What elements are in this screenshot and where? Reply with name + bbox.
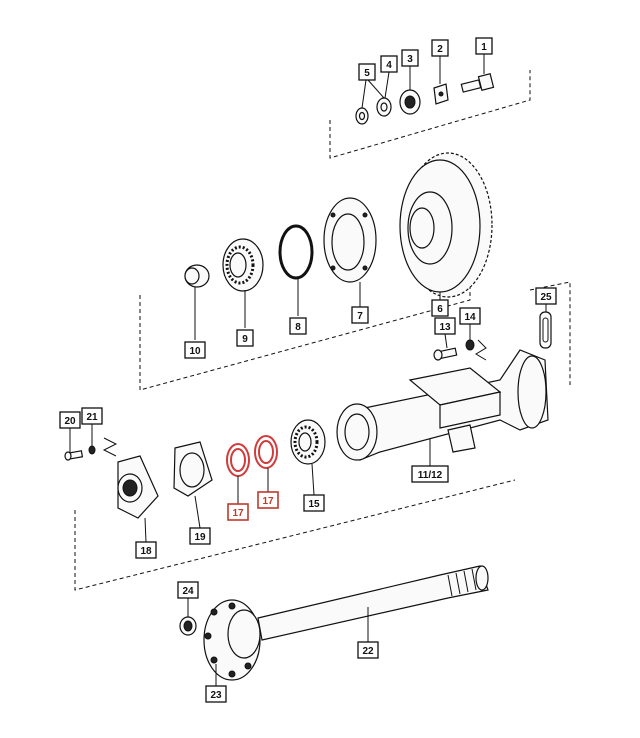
label-3: 3 [407, 54, 413, 65]
label-15: 15 [308, 499, 320, 510]
group-frame-lower [74, 479, 516, 591]
label-box-21: 21 [81, 407, 103, 425]
label-7: 7 [357, 311, 363, 322]
label-4: 4 [386, 60, 392, 71]
gear-part-6 [399, 152, 493, 300]
label-17-b: 17 [262, 496, 274, 507]
label-box-6: 6 [431, 299, 449, 317]
label-6: 6 [437, 304, 443, 315]
label-box-13: 13 [434, 317, 456, 335]
label-box-14: 14 [459, 307, 481, 325]
label-box-11-12: 11/12 [411, 465, 449, 483]
hub-flange-part-23 [203, 599, 261, 686]
label-22: 22 [362, 646, 374, 657]
label-box-4: 4 [380, 55, 398, 73]
label-box-18: 18 [135, 541, 157, 559]
label-box-10: 10 [184, 341, 206, 359]
nut-part-24 [179, 598, 197, 636]
label-1: 1 [481, 42, 487, 53]
label-box-20: 20 [59, 411, 81, 429]
label-box-19: 19 [189, 527, 211, 545]
shim-part-17-a [226, 443, 250, 504]
label-box-23: 23 [205, 685, 227, 703]
label-box-25: 25 [535, 287, 557, 305]
bearing-part-15 [290, 419, 326, 496]
label-18: 18 [140, 546, 152, 557]
bolt-part-20 [64, 428, 84, 461]
flange-plate-part-7 [323, 197, 377, 307]
washer-part-5 [355, 79, 385, 125]
link-part-25 [539, 304, 552, 349]
label-box-9: 9 [236, 329, 254, 347]
label-24: 24 [182, 586, 194, 597]
label-25: 25 [540, 292, 552, 303]
bush-part-10 [184, 264, 210, 340]
bolt-part-1 [460, 54, 495, 93]
cover-part-18 [117, 455, 159, 543]
label-10: 10 [189, 346, 201, 357]
label-box-5: 5 [358, 63, 376, 81]
label-box-1: 1 [475, 37, 493, 55]
tab-washer-part-2 [433, 56, 449, 105]
nut-part-14 [465, 324, 487, 361]
washer-part-4 [376, 71, 392, 117]
group-frame-top [329, 70, 531, 159]
nut-part-3 [399, 66, 421, 115]
label-box-2: 2 [431, 39, 449, 57]
label-14: 14 [464, 312, 476, 323]
label-box-17-a: 17 [227, 503, 249, 521]
label-box-22: 22 [357, 641, 379, 659]
bearing-part-9 [222, 238, 264, 328]
label-21: 21 [86, 412, 98, 423]
label-box-3: 3 [401, 49, 419, 67]
label-5: 5 [364, 68, 370, 79]
label-11-12: 11/12 [418, 470, 443, 481]
label-8: 8 [295, 322, 301, 333]
label-23: 23 [210, 690, 222, 701]
label-box-17-b: 17 [257, 491, 279, 509]
shim-part-17-b [254, 435, 278, 492]
label-box-15: 15 [303, 494, 325, 512]
label-13: 13 [439, 322, 451, 333]
label-17-a: 17 [232, 508, 244, 519]
gasket-part-19 [173, 441, 213, 529]
label-19: 19 [194, 532, 206, 543]
label-box-24: 24 [177, 581, 199, 599]
label-9: 9 [242, 334, 248, 345]
axle-shaft-part-22 [257, 565, 489, 642]
axle-housing-part-11-12 [336, 349, 549, 466]
circlip-part-8 [278, 224, 314, 316]
label-20: 20 [64, 416, 76, 427]
bolt-part-13 [433, 333, 458, 361]
label-box-7: 7 [351, 306, 369, 324]
washer-part-21 [88, 424, 118, 457]
label-2: 2 [437, 44, 443, 55]
label-box-8: 8 [289, 317, 307, 335]
